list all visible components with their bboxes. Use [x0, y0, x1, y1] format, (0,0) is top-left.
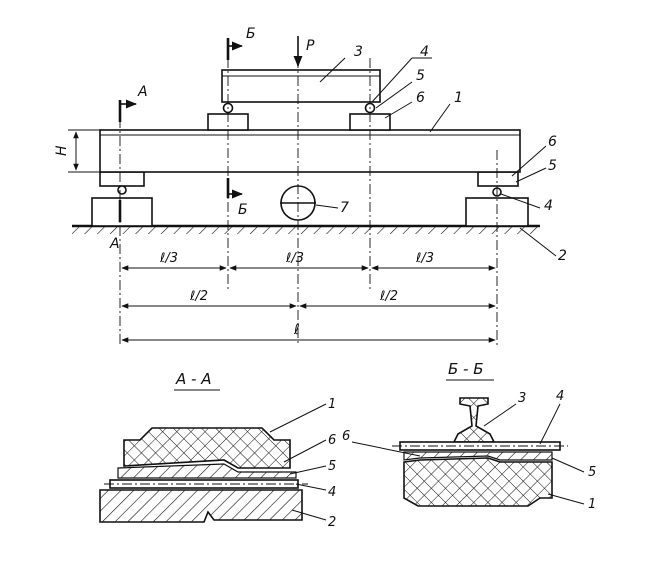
section-b-beam — [403, 457, 553, 507]
callout-5-right: 5 — [548, 158, 557, 174]
left-lower-pad — [99, 171, 145, 187]
svg-text:ℓ/3: ℓ/3 — [285, 251, 304, 266]
svg-text:ℓ/3: ℓ/3 — [159, 251, 178, 266]
section-b-cut-marker: Б Б — [226, 26, 256, 218]
callout-6-top: 6 — [416, 90, 425, 106]
section-b-callout-1: 1 — [588, 497, 596, 512]
span-thirds-dimension: ℓ/3 ℓ/3 ℓ/3 — [121, 251, 496, 271]
svg-text:H: H — [54, 145, 70, 156]
section-a-leaders — [269, 403, 327, 521]
load-label: P — [306, 38, 315, 54]
callout-6-right: 6 — [548, 134, 557, 150]
section-a-a-title: А - А — [175, 370, 211, 388]
section-b-b-view: Б - Б 3 4 6 5 1 — [342, 360, 596, 512]
span-halves-dimension: ℓ/2 ℓ/2 — [121, 289, 496, 309]
section-a-callout-5: 5 — [328, 459, 336, 474]
section-a-callout-6: 6 — [328, 433, 336, 448]
left-support-block — [91, 197, 153, 227]
callout-3: 3 — [354, 44, 363, 60]
right-lower-pad — [477, 171, 519, 187]
svg-text:ℓ/3: ℓ/3 — [415, 251, 434, 266]
svg-text:ℓ/2: ℓ/2 — [189, 289, 208, 304]
ground-floor — [72, 224, 540, 234]
svg-text:A: A — [137, 84, 148, 100]
callout-1-top: 1 — [454, 90, 463, 106]
span-full-dimension: ℓ — [121, 322, 496, 343]
height-dimension: H — [54, 129, 100, 173]
section-b-callout-5: 5 — [588, 465, 596, 480]
callout-4-top: 4 — [420, 44, 429, 60]
callout-7: 7 — [340, 200, 349, 216]
svg-text:Б: Б — [246, 26, 256, 42]
main-elevation-view: P A A Б Б H — [54, 26, 567, 345]
left-lower-roller-icon — [117, 185, 127, 195]
load-traverse — [221, 69, 381, 103]
section-b-rail — [452, 397, 496, 443]
svg-text:ℓ/2: ℓ/2 — [379, 289, 398, 304]
section-b-callout-6: 6 — [342, 429, 350, 444]
section-a-support — [99, 489, 303, 523]
section-a-beam — [123, 427, 291, 469]
callout-5-top: 5 — [416, 68, 425, 84]
callout-2: 2 — [558, 248, 567, 264]
section-a-a-view: А - А 1 6 5 4 2 — [99, 370, 336, 530]
svg-text:ℓ: ℓ — [293, 322, 300, 338]
section-b-pad — [403, 451, 553, 461]
svg-text:A: A — [109, 236, 120, 252]
section-a-callout-2: 2 — [328, 515, 336, 530]
callout-leaders — [315, 57, 557, 257]
svg-text:Б: Б — [238, 202, 248, 218]
section-a-callout-1: 1 — [328, 397, 336, 412]
section-b-callout-4: 4 — [556, 389, 564, 404]
test-beam — [99, 129, 521, 173]
section-b-callout-3: 3 — [518, 391, 526, 406]
section-a-callout-4: 4 — [328, 485, 336, 500]
section-a-cut-marker: A A — [109, 84, 148, 252]
section-b-b-title: Б - Б — [448, 360, 484, 378]
callout-4-right: 4 — [544, 198, 553, 214]
section-a-pad — [117, 463, 297, 479]
section-b-leaders — [351, 403, 585, 505]
